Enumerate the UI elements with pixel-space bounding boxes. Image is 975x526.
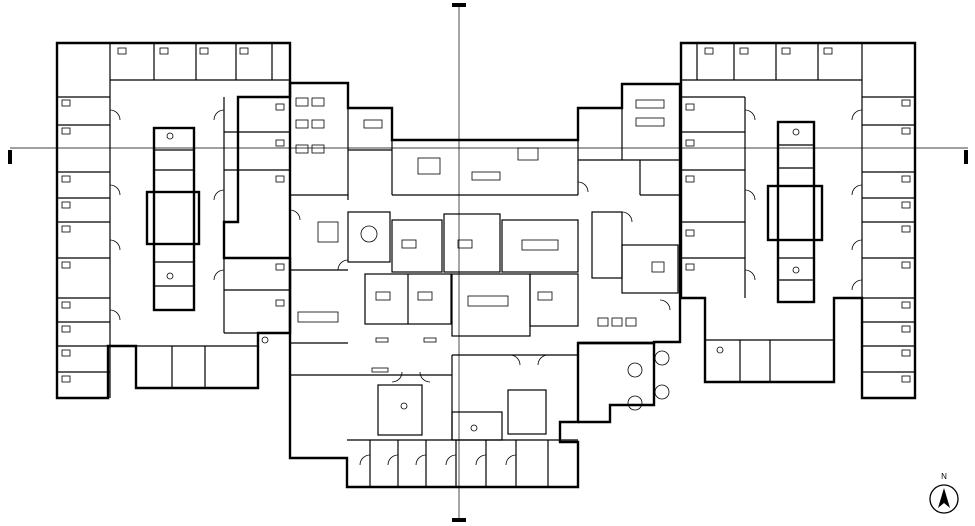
central-door-swings <box>289 181 671 466</box>
axis-marker-bottom <box>452 518 466 522</box>
east-wing-outline <box>679 41 917 400</box>
axis-marker-right <box>964 150 968 164</box>
middle-office-rooms <box>290 211 679 344</box>
east-inner-rooms <box>681 96 834 382</box>
north-office-rooms <box>290 84 680 200</box>
west-wing-outline <box>55 41 292 400</box>
east-door-swings <box>744 109 863 291</box>
north-arrow-icon <box>938 488 950 508</box>
central-block <box>288 81 682 489</box>
south-office-rooms <box>290 341 656 487</box>
north-arrow: N <box>929 472 959 514</box>
west-inner-rooms <box>136 97 290 388</box>
west-fixtures <box>61 47 285 383</box>
west-wing <box>55 41 292 400</box>
north-arrow-circle <box>929 484 959 514</box>
axis-marker-top <box>452 3 466 7</box>
west-core <box>145 126 201 312</box>
east-core <box>766 120 824 304</box>
east-outer-rooms <box>861 80 915 373</box>
east-wing <box>679 41 917 400</box>
north-arrow-label: N <box>941 472 947 481</box>
axis-lines <box>8 3 968 522</box>
west-door-swings <box>109 109 225 321</box>
furniture <box>295 97 670 432</box>
axis-marker-left <box>8 150 12 164</box>
west-top-rooms <box>109 43 290 81</box>
east-fixtures <box>685 47 911 383</box>
east-top-rooms <box>681 43 863 81</box>
west-outer-rooms <box>57 80 111 398</box>
